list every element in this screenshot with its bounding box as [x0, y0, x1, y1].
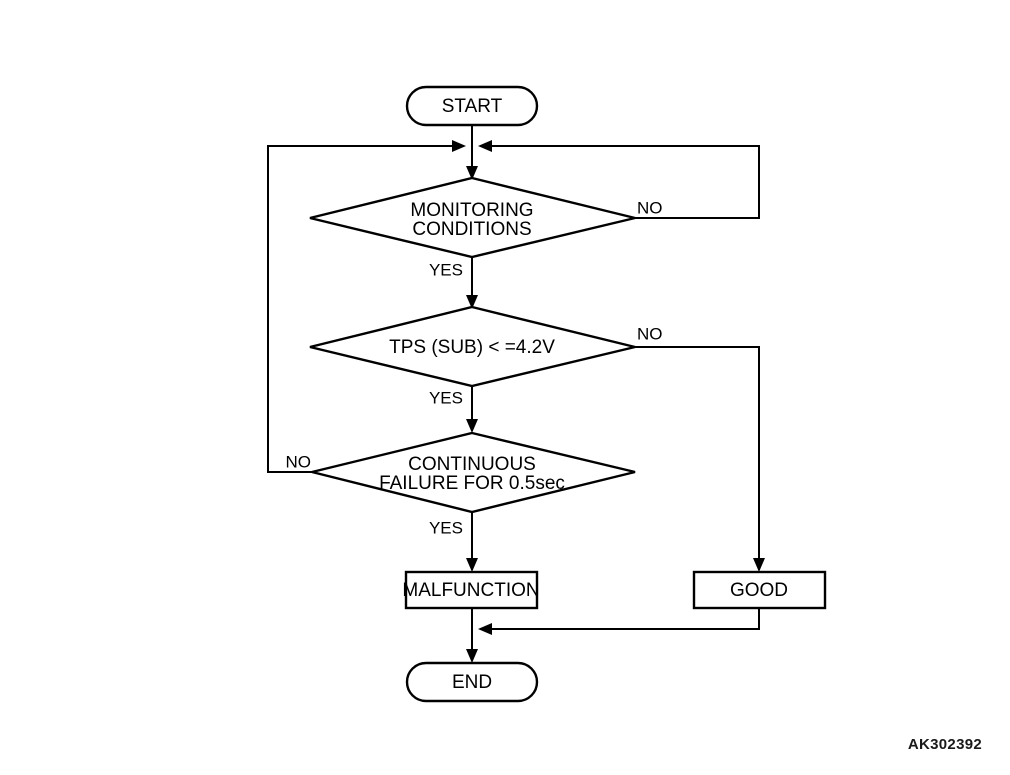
arrow-tps-yes-to-continuous — [466, 419, 478, 433]
tps-no-label: NO — [637, 324, 663, 343]
monitoring-label-line1: MONITORING — [410, 200, 533, 221]
arrow-loopback-right-into-junction — [478, 140, 492, 152]
start-terminator-shape — [405, 85, 539, 127]
reference-code: AK302392 — [907, 736, 982, 753]
continuous-label-line2: FAILURE FOR 0.5sec — [379, 473, 565, 494]
arrow-loopback-left-into-junction — [452, 140, 466, 152]
arrow-start-to-monitoring — [466, 166, 478, 180]
edge-tps-no-to-good — [635, 346, 760, 570]
arrow-malfunction-to-end — [466, 649, 478, 663]
edge-good-to-end-merge — [482, 608, 760, 630]
malfunction-box-shape — [404, 570, 539, 610]
end-terminator-shape — [405, 661, 539, 703]
malfunction-label: MALFUNCTION — [402, 580, 539, 601]
monitoring-no-label: NO — [637, 198, 663, 217]
node-decision-continuous-failure[interactable]: CONTINUOUS FAILURE FOR 0.5sec — [311, 431, 636, 514]
monitoring-decision-shape — [309, 176, 636, 259]
good-box-shape — [692, 570, 827, 610]
continuous-decision-shape — [311, 431, 636, 514]
arrow-tps-no-to-good — [753, 558, 765, 572]
node-end[interactable]: END — [405, 661, 539, 703]
monitoring-label-line2: CONDITIONS — [412, 219, 531, 240]
edge-monitoring-no-loopback — [482, 145, 760, 219]
arrow-good-merge-into-end-line — [478, 623, 492, 635]
end-label: END — [452, 672, 492, 693]
tps-label-line1: TPS (SUB) < =4.2V — [389, 337, 555, 358]
continuous-yes-label: YES — [429, 518, 463, 537]
node-decision-tps-sub[interactable]: TPS (SUB) < =4.2V — [309, 305, 636, 388]
node-malfunction[interactable]: MALFUNCTION — [402, 570, 540, 610]
tps-decision-shape — [309, 305, 636, 388]
tps-yes-label: YES — [429, 388, 463, 407]
node-good[interactable]: GOOD — [692, 570, 827, 610]
arrow-continuous-yes-to-malfunction — [466, 558, 478, 572]
node-start[interactable]: START — [405, 85, 539, 127]
continuous-label-line1: CONTINUOUS — [408, 454, 536, 475]
edge-continuous-no-loopback — [267, 145, 462, 473]
monitoring-yes-label: YES — [429, 260, 463, 279]
start-label: START — [442, 96, 503, 117]
node-decision-monitoring-conditions[interactable]: MONITORING CONDITIONS — [309, 176, 636, 259]
arrow-monitoring-yes-to-tps — [466, 295, 478, 309]
continuous-no-label: NO — [286, 452, 312, 471]
good-label: GOOD — [730, 580, 788, 601]
